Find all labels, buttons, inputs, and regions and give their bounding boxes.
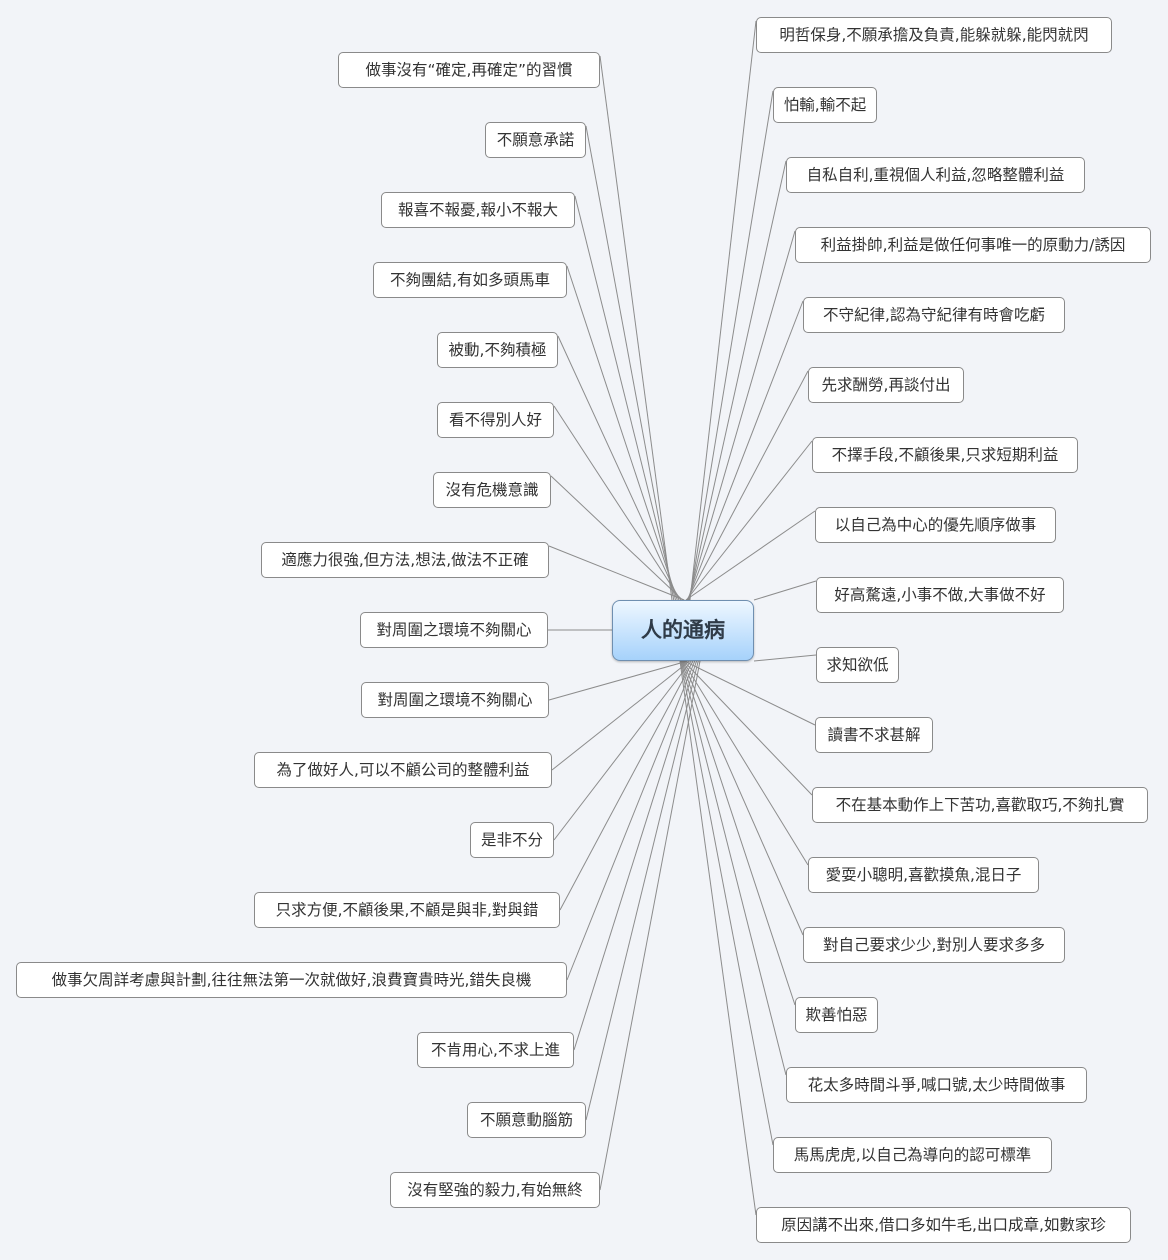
right-topic[interactable]: 不守紀律,認為守紀律有時會吃虧 xyxy=(803,297,1065,333)
right-topic[interactable]: 自私自利,重視個人利益,忽略整體利益 xyxy=(786,157,1085,193)
left-topic[interactable]: 做事沒有“確定,再確定”的習慣 xyxy=(338,52,600,88)
connector-line xyxy=(689,20,757,601)
connector-line xyxy=(553,405,682,601)
right-topic[interactable]: 先求酬勞,再談付出 xyxy=(808,367,964,403)
connector-line xyxy=(680,660,787,1076)
connector-line xyxy=(681,660,796,1006)
right-topic[interactable]: 利益掛帥,利益是做任何事唯一的原動力/誘因 xyxy=(795,227,1151,263)
connector-line xyxy=(688,90,774,601)
connector-line xyxy=(680,660,774,1146)
connector-line xyxy=(687,300,804,601)
left-topic[interactable]: 只求方便,不顧後果,不顧是與非,對與錯 xyxy=(254,892,560,928)
left-topic[interactable]: 不夠團結,有如多頭馬車 xyxy=(373,262,567,298)
connector-line xyxy=(687,230,796,601)
right-topic[interactable]: 對自己要求少少,對別人要求多多 xyxy=(803,927,1065,963)
left-topic[interactable]: 沒有堅強的毅力,有始無終 xyxy=(390,1172,600,1208)
right-topic[interactable]: 明哲保身,不願承擔及負責,能躲就躲,能閃就閃 xyxy=(756,17,1112,53)
right-topic[interactable]: 怕輸,輸不起 xyxy=(773,87,877,123)
connector-line xyxy=(753,654,817,662)
connector-line xyxy=(550,475,683,601)
connector-line xyxy=(585,660,699,1121)
left-topic[interactable]: 看不得別人好 xyxy=(437,402,554,438)
connector-line xyxy=(753,580,817,601)
right-topic[interactable]: 求知欲低 xyxy=(816,647,899,683)
right-topic[interactable]: 不在基本動作上下苦功,喜歡取巧,不夠扎實 xyxy=(812,787,1148,823)
central-topic[interactable]: 人的通病 xyxy=(612,600,754,661)
connector-line xyxy=(681,660,804,936)
connector-line xyxy=(679,660,757,1216)
connector-line xyxy=(685,510,816,601)
connector-line xyxy=(599,55,673,601)
connector-line xyxy=(548,660,688,701)
right-topic[interactable]: 原因講不出來,借口多如牛毛,出口成章,如數家珍 xyxy=(756,1207,1131,1243)
left-topic[interactable]: 對周圍之環境不夠關心 xyxy=(360,612,548,648)
right-topic[interactable]: 不擇手段,不顧後果,只求短期利益 xyxy=(812,437,1078,473)
right-topic[interactable]: 花太多時間斗爭,喊口號,太少時間做事 xyxy=(786,1067,1087,1103)
connector-line xyxy=(553,660,692,841)
connector-line xyxy=(683,660,816,726)
connector-line xyxy=(573,660,697,1051)
connector-line xyxy=(557,335,680,601)
connector-line xyxy=(566,660,696,981)
left-topic[interactable]: 不願意動腦筋 xyxy=(467,1102,586,1138)
left-topic[interactable]: 是非不分 xyxy=(470,822,554,858)
connector-line xyxy=(548,545,685,601)
left-topic[interactable]: 不肯用心,不求上進 xyxy=(417,1032,574,1068)
left-topic[interactable]: 為了做好人,可以不顧公司的整體利益 xyxy=(254,752,552,788)
connector-line xyxy=(686,370,809,601)
left-topic[interactable]: 對周圍之環境不夠關心 xyxy=(361,682,549,718)
connector-line xyxy=(599,660,701,1191)
left-topic[interactable]: 適應力很強,但方法,想法,做法不正確 xyxy=(261,542,549,578)
connector-line xyxy=(688,160,787,601)
left-topic[interactable]: 被動,不夠積極 xyxy=(437,332,558,368)
left-topic[interactable]: 報喜不報憂,報小不報大 xyxy=(381,192,575,228)
connector-line xyxy=(585,125,675,601)
right-topic[interactable]: 以自己為中心的優先順序做事 xyxy=(815,507,1056,543)
connector-line xyxy=(566,265,678,601)
connector-line xyxy=(686,440,813,601)
left-topic[interactable]: 不願意承諾 xyxy=(485,122,586,158)
left-topic[interactable]: 沒有危機意識 xyxy=(433,472,551,508)
right-topic[interactable]: 讀書不求甚解 xyxy=(815,717,933,753)
left-topic[interactable]: 做事欠周詳考慮與計劃,往往無法第一次就做好,浪費寶貴時光,錯失良機 xyxy=(16,962,567,998)
connector-line xyxy=(551,660,690,771)
connector-line xyxy=(559,660,694,911)
right-topic[interactable]: 好高騖遠,小事不做,大事做不好 xyxy=(816,577,1064,613)
connector-line xyxy=(682,660,809,866)
right-topic[interactable]: 愛耍小聰明,喜歡摸魚,混日子 xyxy=(808,857,1039,893)
connector-line xyxy=(574,195,676,601)
right-topic[interactable]: 馬馬虎虎,以自己為導向的認可標準 xyxy=(773,1137,1052,1173)
connector-line xyxy=(683,660,813,796)
right-topic[interactable]: 欺善怕惡 xyxy=(795,997,878,1033)
